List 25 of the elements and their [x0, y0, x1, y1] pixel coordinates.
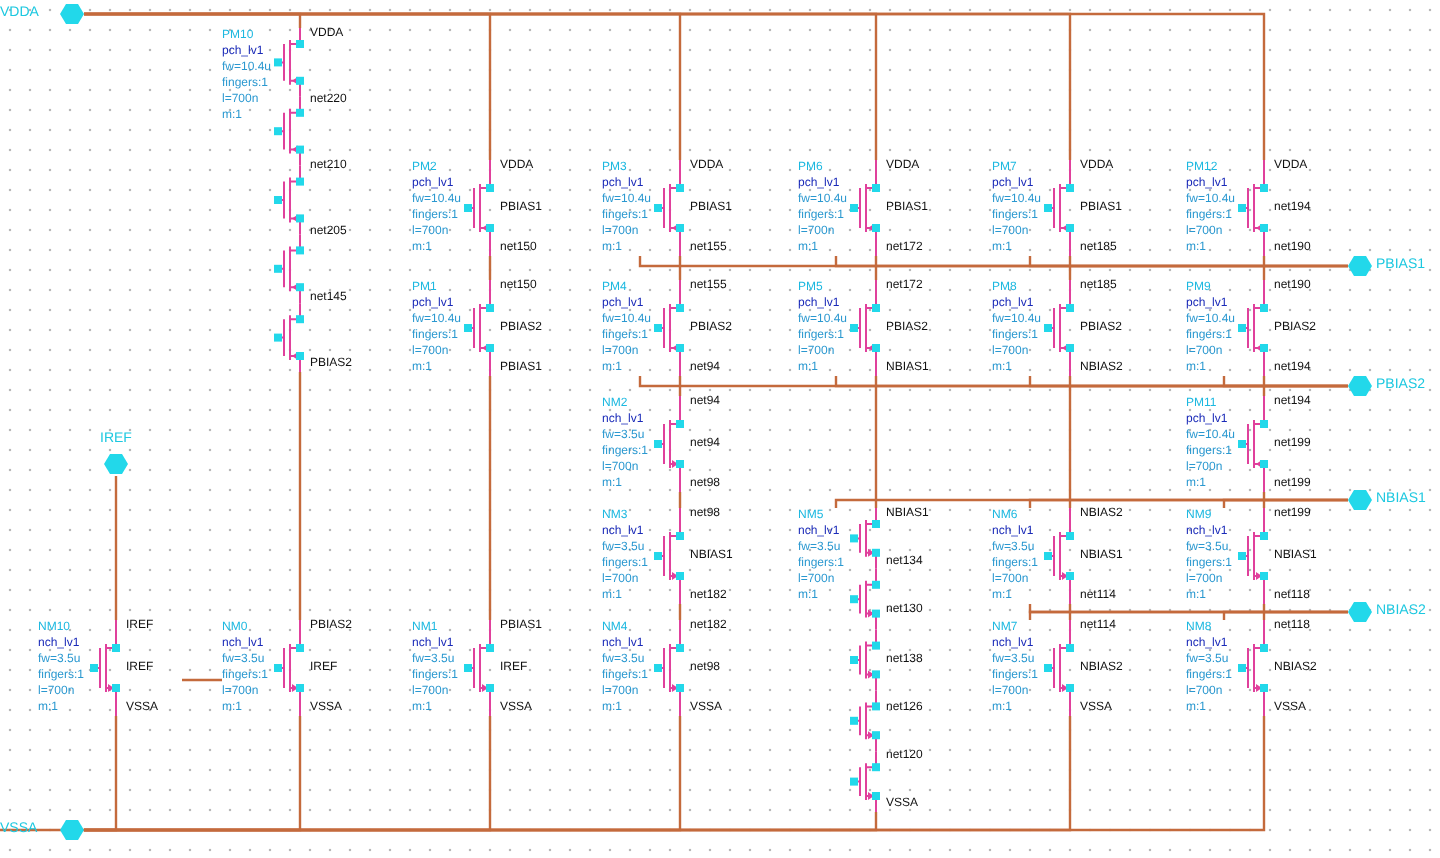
wire [298, 372, 302, 620]
wire [678, 256, 682, 280]
wire [1068, 376, 1072, 508]
wire [1262, 604, 1266, 620]
wire [678, 604, 682, 620]
wire [1028, 256, 1348, 268]
wire [1262, 256, 1266, 280]
wire [1262, 492, 1266, 508]
wire [0, 716, 118, 832]
wire [1068, 256, 1072, 280]
wire [678, 376, 682, 396]
wire [678, 492, 682, 508]
wire [1262, 376, 1266, 396]
wire [1222, 610, 1348, 620]
wire [874, 256, 878, 280]
wire [84, 716, 1266, 832]
wire [182, 678, 222, 682]
wire [488, 256, 492, 280]
wire [1222, 376, 1348, 388]
wire [84, 12, 1266, 160]
wire [874, 376, 878, 508]
wire [114, 476, 118, 620]
wire [1222, 498, 1348, 508]
wire [1068, 604, 1072, 620]
wire [488, 376, 492, 620]
